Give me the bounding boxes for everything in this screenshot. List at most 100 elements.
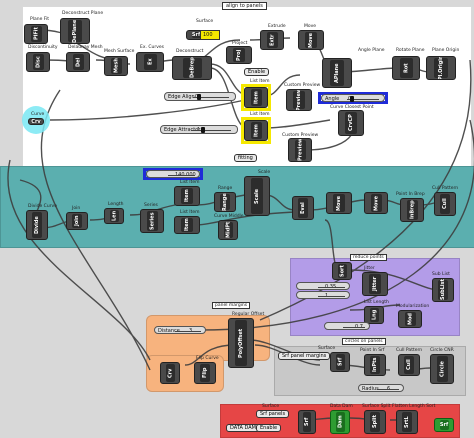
node-sub-list-core: SubList xyxy=(438,279,448,301)
label-rotate-plane: Rotate Plane xyxy=(396,48,425,53)
node-sort-core: Sort xyxy=(337,264,347,278)
node-scale[interactable]: Scale xyxy=(244,176,270,216)
node-data-dam[interactable]: Dam xyxy=(330,410,350,434)
fit-tag[interactable]: fitting xyxy=(234,154,257,162)
node-series[interactable]: Series xyxy=(140,209,164,233)
node-list-item-4[interactable]: Item xyxy=(174,216,200,234)
node-curve-middle[interactable]: MidPt xyxy=(218,220,238,240)
node-range[interactable]: Range xyxy=(214,192,236,212)
data-dam-label[interactable]: DATA DAM xyxy=(226,424,260,432)
node-surface-split[interactable]: Split xyxy=(364,410,386,434)
srf-panels-toggle[interactable]: Srf panels xyxy=(256,410,290,418)
node-list-item-3[interactable]: Item xyxy=(174,186,200,206)
label-range: Range xyxy=(218,186,233,191)
node-scale-core: Scale xyxy=(251,178,263,214)
node-flatten[interactable]: SrtL xyxy=(396,410,418,434)
node-circle-core: Circle xyxy=(436,356,448,382)
node-point-in-srf[interactable]: InPts xyxy=(364,354,386,376)
label-sub-list: Sub List xyxy=(432,272,450,277)
node-modularization-core: Mod xyxy=(404,312,416,326)
node-circle[interactable]: Circle xyxy=(430,354,454,384)
node-deconstruct-brep[interactable]: DeBrep xyxy=(172,56,212,80)
number-panel[interactable]: 100 xyxy=(200,30,220,40)
node-custom-preview-2-core: Preview xyxy=(294,139,306,161)
node-curve-2[interactable]: Crv xyxy=(160,362,180,384)
node-poly-offset[interactable]: PolyOffset xyxy=(228,318,254,368)
node-surface-dam-core: Srf xyxy=(303,412,311,432)
edge-attractor-slider[interactable]: Edge Attractor 1 xyxy=(160,125,238,134)
label-divide-curve: Divide Curve xyxy=(28,204,57,209)
node-list-item-2[interactable]: Item xyxy=(244,120,268,141)
distance-slider[interactable]: Distance 3 xyxy=(154,326,206,334)
node-sort[interactable]: Sort xyxy=(332,262,352,280)
edge-align-slider[interactable]: Edge Align 0 xyxy=(164,92,236,101)
node-explode[interactable]: Ex xyxy=(136,52,164,72)
node-custom-preview-2[interactable]: Preview xyxy=(288,138,312,162)
node-point-in-srf-core: InPts xyxy=(370,356,380,374)
node-deconstruct-plane[interactable]: DePlane xyxy=(60,18,90,44)
edge-align-knob[interactable] xyxy=(197,94,201,100)
node-surface-2-core: Srf xyxy=(335,354,345,370)
node-list-item-1[interactable]: Item xyxy=(244,87,268,108)
node-data-dam-core: Dam xyxy=(335,412,345,432)
node-list-length[interactable]: Lng xyxy=(364,306,384,324)
label-plane-origin: Plane Origin xyxy=(432,48,460,53)
node-rotate-plane[interactable]: Rot xyxy=(392,56,420,80)
node-angle-plane[interactable]: APlane xyxy=(322,58,352,88)
node-plane-fit[interactable]: PlFit xyxy=(24,24,48,44)
angle-label: Angle xyxy=(325,96,340,102)
curve-node[interactable]: Crv xyxy=(28,118,44,125)
node-surface-2[interactable]: Srf xyxy=(330,352,350,372)
label-ex-curve: Ex. Curves xyxy=(140,45,164,50)
node-sub-list[interactable]: SubList xyxy=(432,278,454,302)
radius-slider[interactable]: Radius 6 xyxy=(358,384,404,392)
angle-slider-highlight xyxy=(318,92,388,104)
node-move-teal[interactable]: Move xyxy=(364,192,388,214)
node-surface-dam[interactable]: Srf xyxy=(298,410,316,434)
node-modularization[interactable]: Mod xyxy=(398,310,422,328)
angle-knob[interactable] xyxy=(350,96,354,102)
node-flip[interactable]: Flip xyxy=(194,362,216,384)
label-list-item-4: List Item xyxy=(180,210,200,215)
node-join[interactable]: Join xyxy=(66,212,88,230)
node-discontinuity[interactable]: Disc xyxy=(26,52,50,72)
node-cull-pattern-2[interactable]: Cull xyxy=(398,354,420,376)
label-jitter: Jitter xyxy=(364,266,375,271)
node-plane-fit-core: PlFit xyxy=(30,26,42,42)
node-extrude[interactable]: Extr xyxy=(260,30,284,50)
node-move-core: Move xyxy=(305,32,317,48)
node-jitter[interactable]: Jitter xyxy=(362,272,388,296)
node-cull-pattern[interactable]: Cull xyxy=(434,192,456,216)
node-divide-curve[interactable]: Divide xyxy=(26,210,48,240)
node-point-in-brep[interactable]: InBrep xyxy=(400,198,424,222)
node-length[interactable]: Len xyxy=(104,208,124,224)
node-jitter-core: Jitter xyxy=(369,274,381,294)
enable-2[interactable]: Enable xyxy=(256,424,282,432)
node-list-length-core: Lng xyxy=(369,308,379,322)
jitter-slider[interactable]: 0.35 xyxy=(296,282,350,290)
node-jitter-teal[interactable]: Move xyxy=(326,192,352,214)
node-custom-preview-1[interactable]: Preview xyxy=(286,89,312,111)
node-move[interactable]: Move xyxy=(298,30,324,50)
fit-slider-highlight xyxy=(143,168,203,180)
enable-toggle[interactable]: Enable xyxy=(244,68,270,76)
edge-attractor-knob[interactable] xyxy=(201,127,205,133)
node-rotate-plane-core: Rot xyxy=(399,58,413,78)
seed-slider[interactable]: 1 xyxy=(296,291,350,299)
node-project[interactable]: Proj xyxy=(226,46,252,64)
label-circle-cnr: Circle CNR xyxy=(430,348,454,353)
node-evaluate[interactable]: Eval xyxy=(292,196,314,220)
node-plane-origin[interactable]: Pl.Origin xyxy=(426,56,456,80)
reduce-slider[interactable]: 0.7 xyxy=(324,322,370,330)
fit-slider[interactable]: 140.000 xyxy=(146,170,200,178)
node-output[interactable]: Srf xyxy=(434,418,454,432)
srf-panel-margins[interactable]: Srf panel margins xyxy=(278,352,331,360)
node-mesh-surface[interactable]: Mesh xyxy=(104,56,128,76)
node-delaunay[interactable]: Del xyxy=(66,52,90,72)
node-surface-split-core: Split xyxy=(370,412,380,432)
node-jitter-teal-core: Move xyxy=(333,194,345,212)
angle-slider[interactable]: Angle 0 xyxy=(321,94,385,102)
node-curve-closest-point[interactable]: CrvCP xyxy=(338,110,364,136)
node-custom-preview-1-core: Preview xyxy=(293,90,305,110)
